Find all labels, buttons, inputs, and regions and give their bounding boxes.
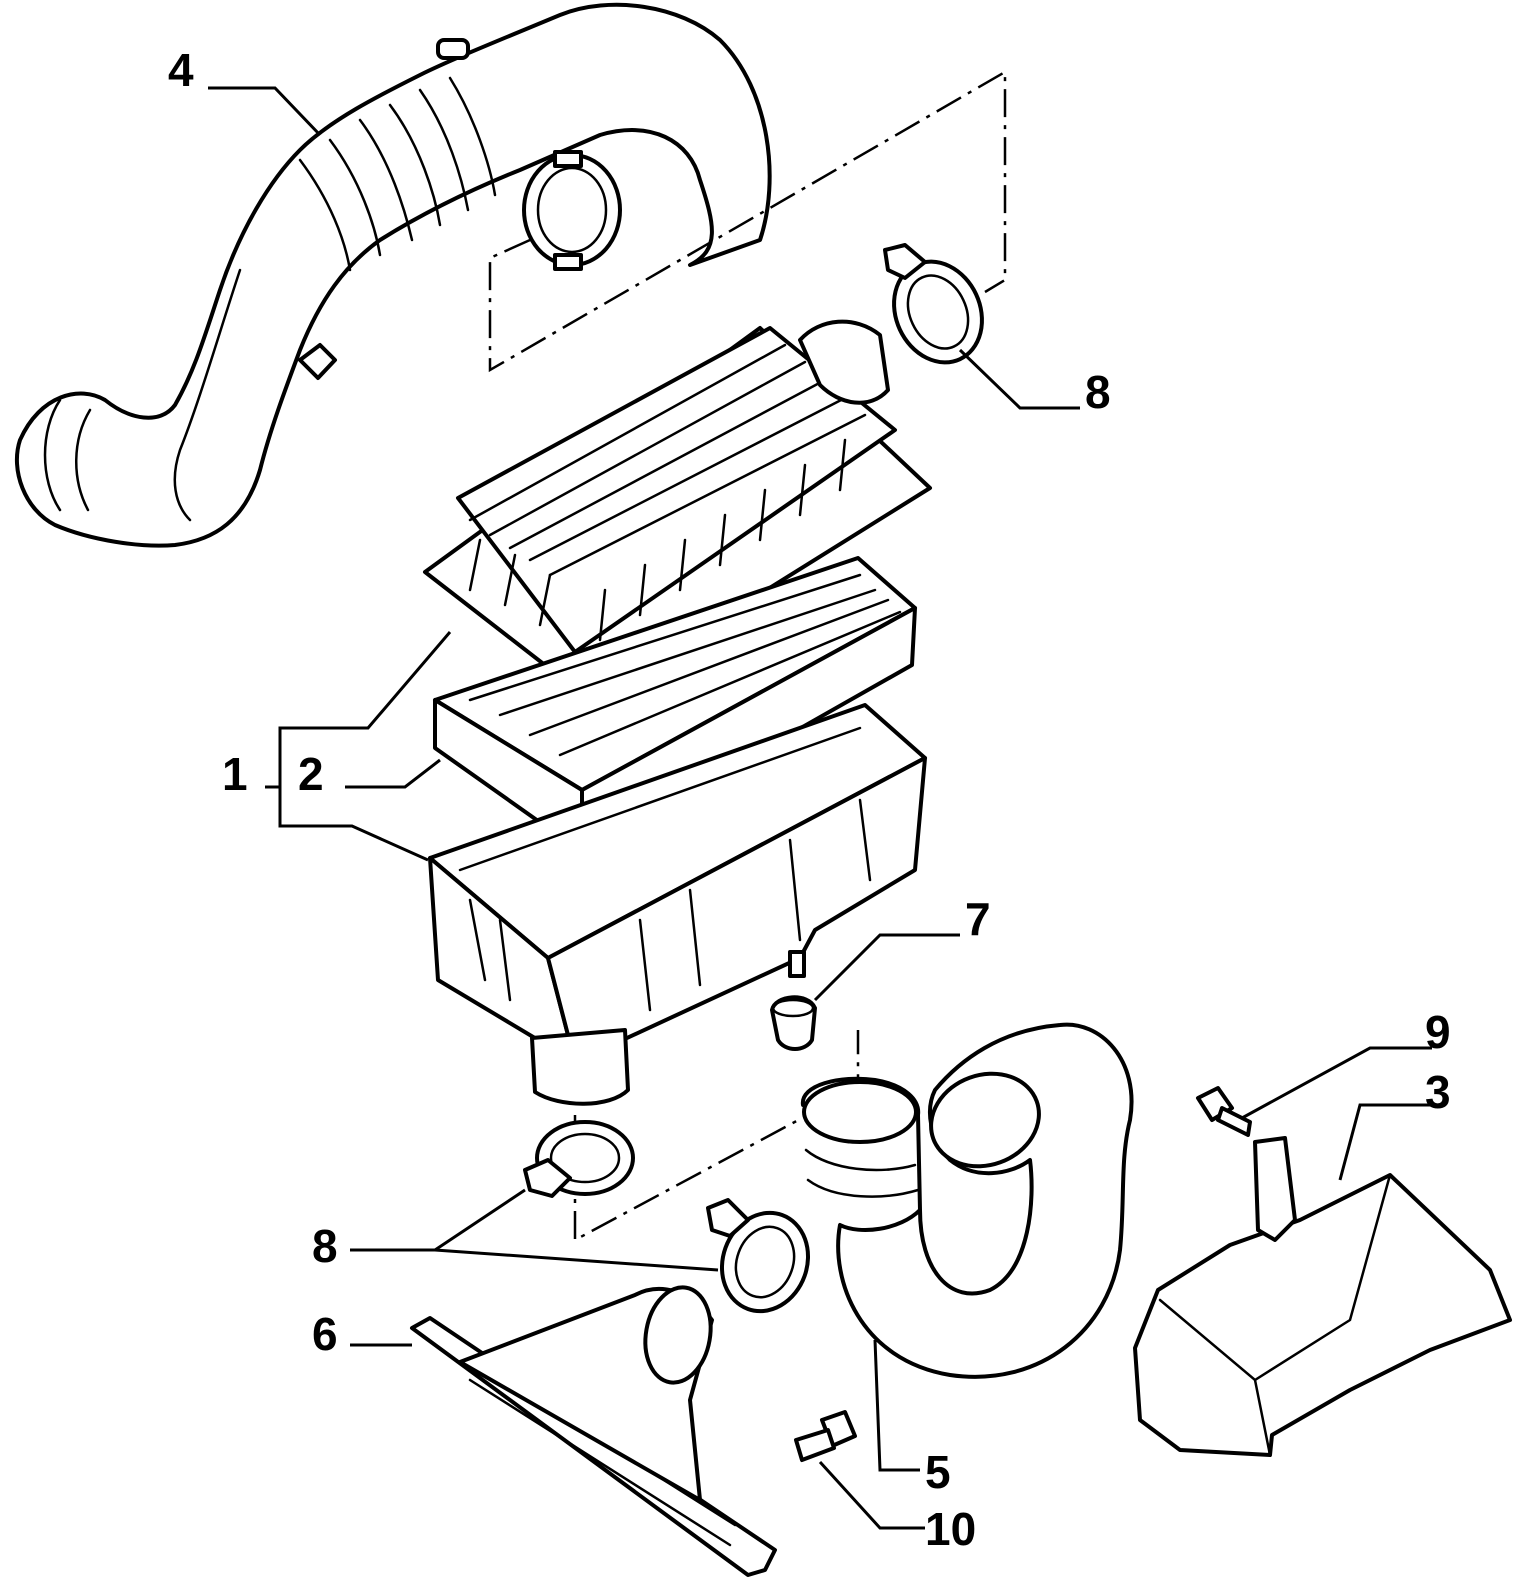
part-7-drain-valve <box>770 995 817 1051</box>
part-8-lower-clamp-left <box>523 1120 635 1198</box>
leader-lines <box>208 86 1432 1530</box>
part-9-bolt <box>1196 1086 1252 1137</box>
callout-1: 1 <box>222 748 248 800</box>
callout-10: 10 <box>925 1503 976 1555</box>
part-5-elbow-hose <box>800 1022 1134 1379</box>
part-3-bracket <box>1133 1136 1512 1457</box>
part-6-intake-duct <box>410 1285 777 1577</box>
callout-8-top: 8 <box>1085 366 1111 418</box>
part-8-lower-clamp-right <box>706 1198 811 1314</box>
callout-labels: 4 8 1 2 7 9 3 8 6 5 10 <box>168 44 1451 1555</box>
callout-3: 3 <box>1425 1066 1451 1118</box>
callout-4: 4 <box>168 44 194 96</box>
callout-6: 6 <box>312 1308 338 1360</box>
part-10-screw <box>794 1410 857 1462</box>
air-box-base <box>428 703 927 1106</box>
part-8-upper-clamp <box>883 243 984 365</box>
callout-7: 7 <box>965 893 991 945</box>
alignment-line-upper <box>488 69 1007 373</box>
part-4-intake-hose <box>14 2 772 548</box>
callout-9: 9 <box>1425 1006 1451 1058</box>
callout-2: 2 <box>298 748 324 800</box>
callout-8-bottom: 8 <box>312 1220 338 1272</box>
callout-5: 5 <box>925 1446 951 1498</box>
air-box-cover <box>423 319 932 702</box>
